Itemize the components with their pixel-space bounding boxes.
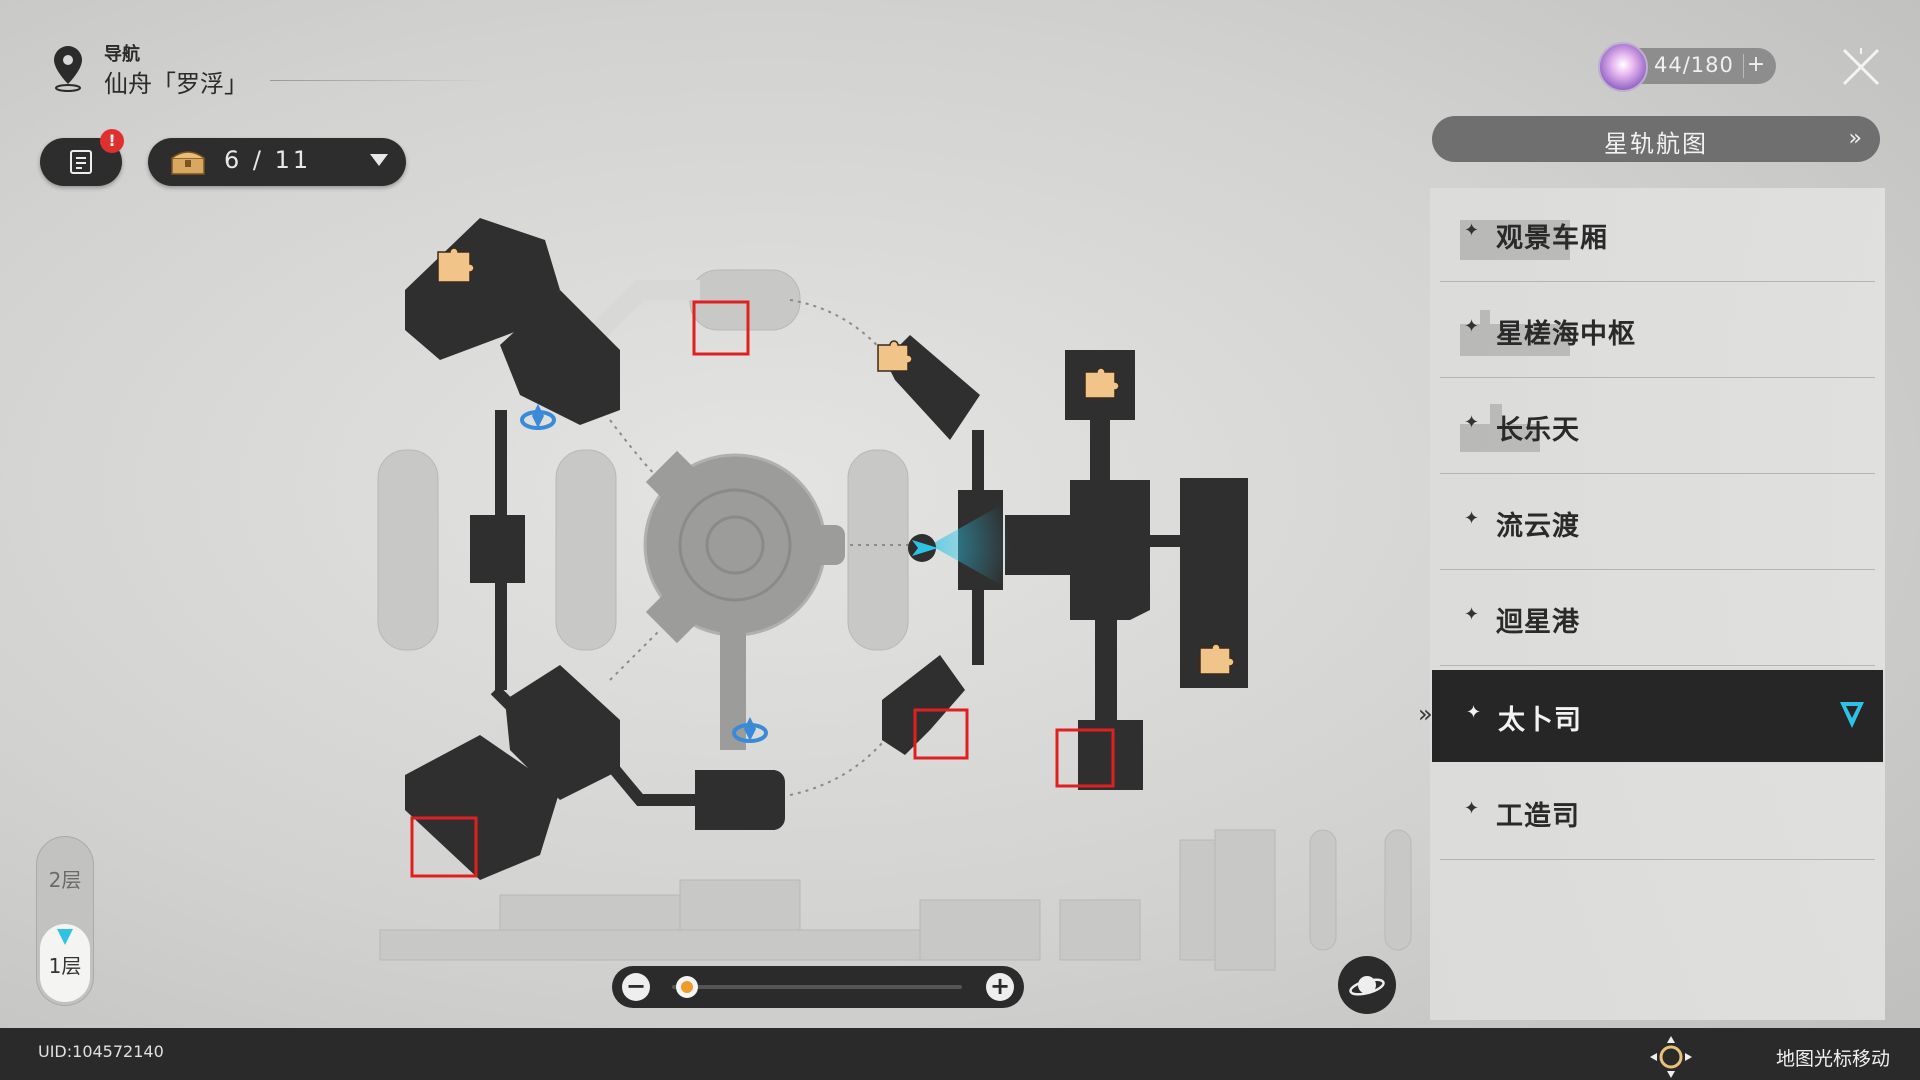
star-icon: ✦: [1464, 508, 1480, 529]
trailblaze-power-value: 44/180: [1654, 53, 1734, 77]
zoom-handle[interactable]: [675, 976, 698, 998]
divider: [1440, 569, 1875, 570]
location-silhouette: [1460, 310, 1570, 356]
star-icon: ✦: [1464, 798, 1480, 819]
trailblaze-power-icon: [1598, 42, 1648, 92]
star-icon: ✦: [1464, 604, 1480, 625]
location-item-selected[interactable]: ✦ 太卜司: [1430, 668, 1885, 764]
alert-badge: !: [100, 129, 124, 153]
location-name: 长乐天: [1496, 415, 1580, 446]
player-arrow-icon: [908, 534, 938, 562]
location-name: 星槎海中枢: [1496, 319, 1636, 350]
map-pin-icon: [54, 46, 82, 92]
chevron-down-icon: [370, 154, 388, 166]
zoom-out-button[interactable]: −: [622, 973, 650, 1001]
divider: [1440, 859, 1875, 860]
chevron-right-icon: »: [1848, 126, 1862, 151]
treasure-counter-dropdown[interactable]: 6 / 11: [148, 138, 406, 186]
divider: [1440, 377, 1875, 378]
puzzle-piece-icon[interactable]: [877, 340, 913, 372]
location-name: 工造司: [1496, 801, 1580, 832]
location-item[interactable]: ✦ 观景车厢: [1430, 188, 1885, 282]
cursor-move-icon: [1650, 1036, 1692, 1078]
floor-2-button[interactable]: 2层: [48, 868, 82, 892]
trailblaze-power[interactable]: 44/180 +: [1598, 42, 1776, 92]
space-anchor-icon[interactable]: [732, 717, 768, 743]
planet-icon: [1349, 976, 1385, 996]
user-id: UID:104572140: [38, 1042, 164, 1061]
star-icon: ✦: [1464, 412, 1480, 433]
star-icon: ✦: [1464, 316, 1480, 337]
selection-caret-icon: »: [1418, 700, 1433, 728]
location-name: 流云渡: [1496, 511, 1580, 542]
space-anchor-icon[interactable]: [520, 404, 556, 430]
star-icon: ✦: [1464, 220, 1480, 241]
floor-selector: 2层 1层: [36, 836, 94, 1006]
zoom-slider: − +: [612, 966, 1024, 1008]
location-silhouette: [1460, 404, 1540, 452]
control-hint-text: 地图光标移动: [1775, 1048, 1890, 1070]
mission-log-icon: [70, 150, 92, 174]
location-item[interactable]: ✦ 星槎海中枢: [1430, 284, 1885, 378]
header-divider: [270, 80, 490, 81]
star-rail-map-label: 星轨航图: [1604, 130, 1708, 158]
current-location-marker-icon: [1840, 702, 1864, 728]
star-icon: ✦: [1466, 702, 1482, 723]
player-view-cone: [930, 500, 1010, 590]
location-list-panel: ✦ 观景车厢 ✦ 星槎海中枢 ✦ 长乐天 ✦ 流云渡 ✦ 迴星港 ✦ 太卜司 ✦…: [1430, 188, 1885, 1020]
highlight-boxes: [410, 300, 1115, 878]
location-item[interactable]: ✦ 长乐天: [1430, 380, 1885, 474]
location-name: 观景车厢: [1496, 223, 1608, 254]
location-silhouette: [1460, 220, 1570, 260]
treasure-count: 6 / 11: [224, 146, 312, 174]
background-buildings: [377, 269, 1412, 971]
add-power-button[interactable]: +: [1743, 54, 1768, 78]
central-rotunda: [643, 450, 845, 750]
location-item[interactable]: ✦ 迴星港: [1430, 572, 1885, 666]
puzzle-piece-icon[interactable]: [1084, 367, 1120, 399]
location-name: 迴星港: [1496, 607, 1580, 638]
puzzle-piece-icon[interactable]: [437, 247, 475, 283]
nav-label: 导航: [104, 44, 140, 65]
planet-view-button[interactable]: [1338, 956, 1396, 1014]
location-name: 太卜司: [1498, 705, 1582, 736]
location-item[interactable]: ✦ 工造司: [1430, 766, 1885, 860]
zoom-track[interactable]: [672, 985, 962, 989]
divider: [1440, 281, 1875, 282]
floor-1-label: 1层: [48, 954, 82, 978]
close-icon[interactable]: [1840, 46, 1882, 88]
location-item[interactable]: ✦ 流云渡: [1430, 476, 1885, 570]
star-rail-map-button[interactable]: 星轨航图 »: [1432, 116, 1880, 162]
current-world: 仙舟「罗浮」: [104, 70, 248, 98]
footer-bar: UID:104572140 地图光标移动: [0, 1028, 1920, 1080]
divider: [1440, 473, 1875, 474]
treasure-chest-icon: [171, 151, 205, 175]
divider: [1440, 665, 1875, 666]
current-floor-marker-icon: [57, 929, 73, 945]
puzzle-piece-icon[interactable]: [1199, 643, 1235, 675]
zoom-in-button[interactable]: +: [986, 973, 1014, 1001]
